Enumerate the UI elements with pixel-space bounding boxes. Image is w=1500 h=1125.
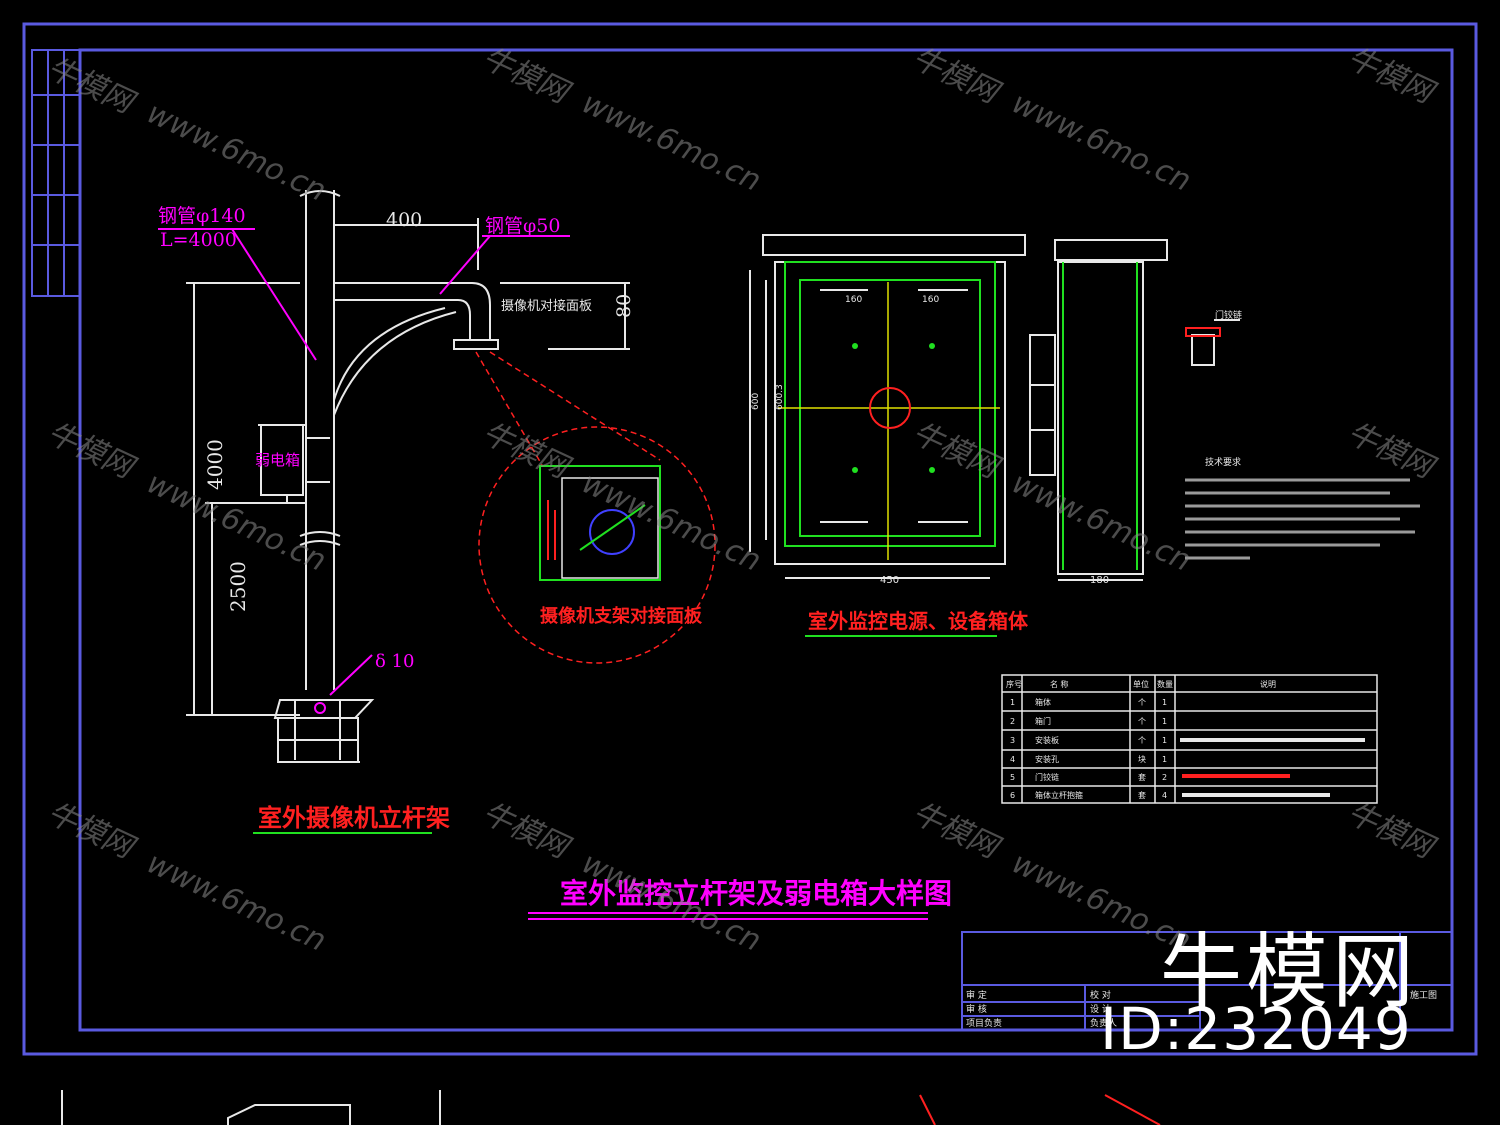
label-total-height: 4000	[203, 439, 227, 490]
table-cell: 2	[1010, 717, 1015, 726]
table-cell: 4	[1010, 755, 1015, 764]
table-cell: 门铰链	[1035, 772, 1059, 782]
title-block	[961, 931, 1453, 1031]
table-header: 序号 名 称 单位 数量 说明	[1006, 679, 1276, 689]
table-cell: 1	[1162, 755, 1167, 764]
table-cell: 2	[1162, 773, 1167, 782]
label-steel-pipe-main: 钢管φ140	[158, 205, 246, 227]
tb-check: 校 对	[1090, 989, 1111, 1001]
tb-review: 审 核	[966, 1003, 987, 1015]
table-cell: 箱门	[1035, 716, 1051, 726]
box-inner-height: 600.3	[775, 384, 785, 410]
th-index: 序号	[1006, 679, 1022, 689]
model-id: ID:232049	[1100, 995, 1412, 1063]
watermark-brand: 牛模网	[1342, 796, 1442, 867]
panel-title: 摄像机支架对接面板	[540, 605, 703, 627]
label-lower-height: 2500	[226, 561, 250, 612]
table-cell: 块	[1138, 754, 1146, 764]
watermark-url: www.6mo.cn	[1007, 86, 1197, 199]
camera-plate-detail	[539, 465, 661, 581]
watermark-brand: 牛模网	[42, 51, 142, 122]
watermark-url: www.6mo.cn	[1007, 466, 1197, 579]
box-inner-width-b: 160	[922, 295, 939, 305]
label-steel-pipe-length: L=4000	[160, 229, 237, 251]
table-cell: 1	[1162, 698, 1167, 707]
binding-strip	[31, 49, 81, 297]
box-inner-width-a: 160	[845, 295, 862, 305]
watermark-url: www.6mo.cn	[577, 86, 767, 199]
title-block-text: 审 定 审 核 项目负责 校 对 设 计 负责人 施工图	[966, 989, 1437, 1029]
box-front-view	[749, 234, 1026, 579]
door-lock-label: 门铰链	[1215, 309, 1242, 321]
components-table	[1001, 674, 1378, 804]
bottom-fragments	[61, 1090, 1161, 1125]
table-cell: 1	[1162, 717, 1167, 726]
pole-drawing	[186, 190, 630, 763]
camera-plate-leader	[475, 351, 716, 664]
outer-frame	[22, 22, 1478, 1056]
watermark-brand: 牛模网	[477, 796, 577, 867]
th-note: 说明	[1260, 679, 1276, 689]
table-cell: 4	[1162, 791, 1167, 800]
watermark-brand: 牛模网	[907, 416, 1007, 487]
label-base-plate: δ 10	[375, 651, 414, 672]
watermark-brand: 牛模网	[1342, 416, 1442, 487]
table-cell: 5	[1010, 773, 1015, 782]
watermark-url: www.6mo.cn	[142, 846, 332, 959]
watermark-brand: 牛模网	[42, 796, 142, 867]
table-cell: 安装孔	[1035, 754, 1059, 764]
box-side-width: 180	[1090, 575, 1109, 586]
box-side-view	[1029, 239, 1168, 581]
tb-approve: 审 定	[966, 989, 987, 1001]
tb-design: 设 计	[1090, 1003, 1111, 1015]
watermark-url: www.6mo.cn	[577, 466, 767, 579]
table-cell: 1	[1162, 736, 1167, 745]
brand-logo: 牛模网	[1160, 925, 1419, 1020]
box-height-front: 600	[751, 393, 761, 410]
table-cell: 个	[1138, 736, 1146, 745]
tb-project-lead: 项目负责	[966, 1017, 1002, 1029]
table-cell: 个	[1138, 698, 1146, 707]
label-arm-length: 400	[386, 209, 422, 231]
inner-frame	[78, 48, 1454, 1032]
pole-leaders	[158, 228, 570, 696]
watermark-brand: 牛模网	[477, 416, 577, 487]
table-cell: 个	[1138, 717, 1146, 726]
pole-title: 室外摄像机立杆架	[258, 803, 450, 832]
table-cell: 箱体立杆抱箍	[1035, 790, 1083, 800]
notes-text-lines	[1185, 478, 1420, 560]
table-cell: 箱体	[1035, 697, 1051, 707]
notes-title: 技术要求	[1205, 456, 1241, 468]
table-cell: 套	[1138, 790, 1146, 800]
th-name: 名 称	[1050, 679, 1069, 689]
box-title: 室外监控电源、设备箱体	[808, 609, 1029, 633]
label-drop-height: 80	[613, 294, 635, 318]
watermark-brand: 牛模网	[907, 796, 1007, 867]
watermark-url: www.6mo.cn	[142, 96, 332, 209]
tb-stage: 施工图	[1410, 989, 1437, 1001]
box-width-front: 450	[880, 575, 899, 586]
table-rows: 1 箱体 个 1 2 箱门 个 1 3 安装板 个 1 4 安装孔 块 1 5 …	[1010, 697, 1167, 800]
main-title: 室外监控立杆架及弱电箱大样图	[560, 877, 952, 910]
tb-person: 负责人	[1090, 1017, 1117, 1029]
th-qty: 数量	[1157, 679, 1173, 689]
th-unit: 单位	[1133, 679, 1149, 689]
table-cell: 1	[1010, 698, 1015, 707]
table-cell: 套	[1138, 772, 1146, 782]
watermarks: 牛模网 www.6mo.cn 牛模网 www.6mo.cn 牛模网 www.6m…	[42, 41, 1442, 959]
table-note-bars	[1180, 738, 1365, 797]
table-cell: 6	[1010, 791, 1015, 800]
label-steel-pipe-arm: 钢管φ50	[485, 215, 560, 237]
table-cell: 安装板	[1035, 735, 1059, 745]
watermark-brand: 牛模网	[42, 416, 142, 487]
label-camera-plate: 摄像机对接面板	[501, 298, 592, 314]
door-lock-detail	[1185, 319, 1240, 366]
table-cell: 3	[1010, 736, 1015, 745]
label-weak-box: 弱电箱	[255, 451, 300, 469]
